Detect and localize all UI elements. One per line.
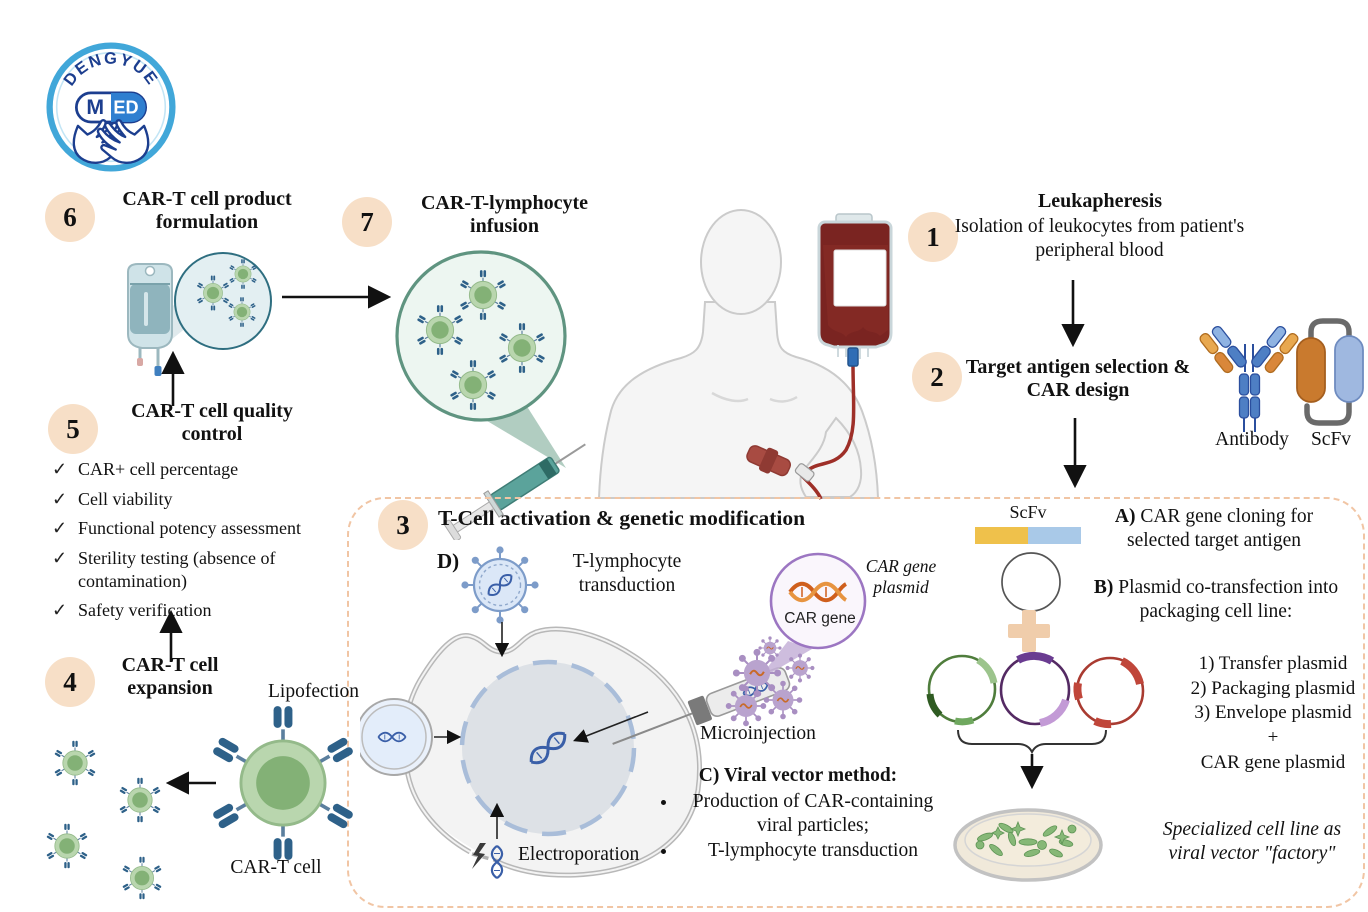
step1-title: Leukapheresis (1037, 190, 1163, 212)
checklist-item: ✓CAR+ cell percentage (52, 459, 239, 479)
step3-dashed-panel (347, 497, 1365, 908)
step1-badge: 1 (908, 212, 958, 262)
section-b-text: B) Plasmid co-transfection into packagin… (1093, 577, 1339, 622)
logo-med-pill: M ED (74, 91, 148, 124)
cart-cell-label: CAR-T cell (230, 857, 322, 878)
arm-band (746, 445, 791, 477)
step7-title: CAR-T-lymphocyte infusion (420, 192, 589, 238)
scfv-icon (1296, 318, 1364, 426)
section-a-text: A) CAR gene cloning for selected target … (1114, 506, 1314, 551)
step5-title: CAR-T cell quality control (131, 400, 293, 446)
logo-m: M (86, 95, 104, 119)
packaging-plasmids-icons (926, 651, 1145, 729)
car-gene-plasmid-label: CAR gene plasmid (865, 556, 937, 598)
section-b-label: B) (1093, 577, 1114, 598)
magnified-cells-circle (174, 252, 272, 350)
factory-note: Specialized cell line as viral vector "f… (1162, 819, 1342, 864)
scfv-bar-blue (1028, 527, 1081, 544)
infusion-circle-icon (395, 250, 586, 540)
big-cart-cell (209, 704, 357, 862)
scfv-bar (975, 527, 1081, 544)
plus-icon (1008, 610, 1050, 652)
quality-checklist: ✓CAR+ cell percentage ✓Cell viability ✓F… (52, 458, 344, 629)
nucleus (459, 659, 637, 837)
car-gene-label: CAR gene (784, 610, 856, 627)
section-a-label: A) (1114, 506, 1136, 527)
checklist-item: ✓Sterility testing (absence of contamina… (52, 548, 276, 591)
step3-title: T-Cell activation & genetic modification (438, 506, 806, 530)
electroporation-label: Electroporation (518, 844, 640, 865)
step6-badge: 6 (45, 192, 95, 242)
scfv-bar-label: ScFv (1009, 502, 1047, 522)
step4-title: CAR-T cell expansion (121, 654, 219, 700)
check-icon: ✓ (52, 459, 68, 479)
syringe-icon (443, 443, 586, 540)
antibody-label: Antibody (1215, 429, 1289, 450)
step3-badge: 3 (378, 500, 428, 550)
car-gene-virus-illustration (725, 552, 867, 727)
section-c-bullet: Production of CAR-containing viral parti… (678, 790, 948, 838)
logo-ed: ED (113, 97, 138, 117)
check-icon: ✓ (52, 600, 68, 621)
hands-icon (72, 119, 150, 164)
envelope-plasmid-icon (1073, 656, 1145, 729)
iv-bag-icon (127, 263, 173, 376)
scfv-label: ScFv (1310, 429, 1352, 450)
dengyue-med-logo: DENGYUE M ED (46, 42, 176, 172)
cultured-cells (975, 820, 1077, 858)
step6-title: CAR-T cell product formulation (122, 188, 292, 234)
check-icon: ✓ (52, 548, 68, 569)
section-c-label: C) Viral vector method: (698, 765, 898, 786)
checklist-item: ✓Safety verification (52, 600, 212, 621)
checklist-item: ✓Functional potency assessment (52, 518, 301, 539)
section-c-block: C) Viral vector method: Production of CA… (648, 764, 948, 865)
liposome-icon (360, 698, 433, 776)
d-label: D) (437, 549, 460, 573)
transfer-plasmid-icon (926, 654, 998, 726)
viral-vector-icon (461, 546, 539, 624)
scfv-bar-yellow (975, 527, 1028, 544)
packaging-plasmid-icon (999, 651, 1071, 727)
lipofection-label: Lipofection (268, 681, 359, 702)
step2-title: Target antigen selection & CAR design (965, 356, 1191, 402)
step5-badge: 5 (48, 404, 98, 454)
step2-badge: 2 (912, 352, 962, 402)
check-icon: ✓ (52, 488, 68, 509)
car-gene-circle (769, 552, 867, 650)
t-transduction-label: T-lymphocyte transduction (572, 551, 682, 596)
antibody-icon (1199, 325, 1299, 432)
check-icon: ✓ (52, 518, 68, 539)
step1-desc: Isolation of leukocytes from patient's p… (954, 216, 1245, 261)
blood-bag-icon (794, 213, 893, 500)
cart-product-bag-icon (127, 252, 272, 376)
step4-badge: 4 (45, 657, 95, 707)
plasmid-list: 1) Transfer plasmid 2) Packaging plasmid… (1190, 653, 1356, 773)
section-c-bullet: T-lymphocyte transduction (678, 839, 948, 863)
step7-badge: 7 (342, 197, 392, 247)
electroporation-icon (472, 843, 504, 880)
petri-dish-icon (953, 808, 1103, 882)
microinjection-label: Microinjection (700, 723, 816, 744)
checklist-item: ✓Cell viability (52, 488, 173, 509)
